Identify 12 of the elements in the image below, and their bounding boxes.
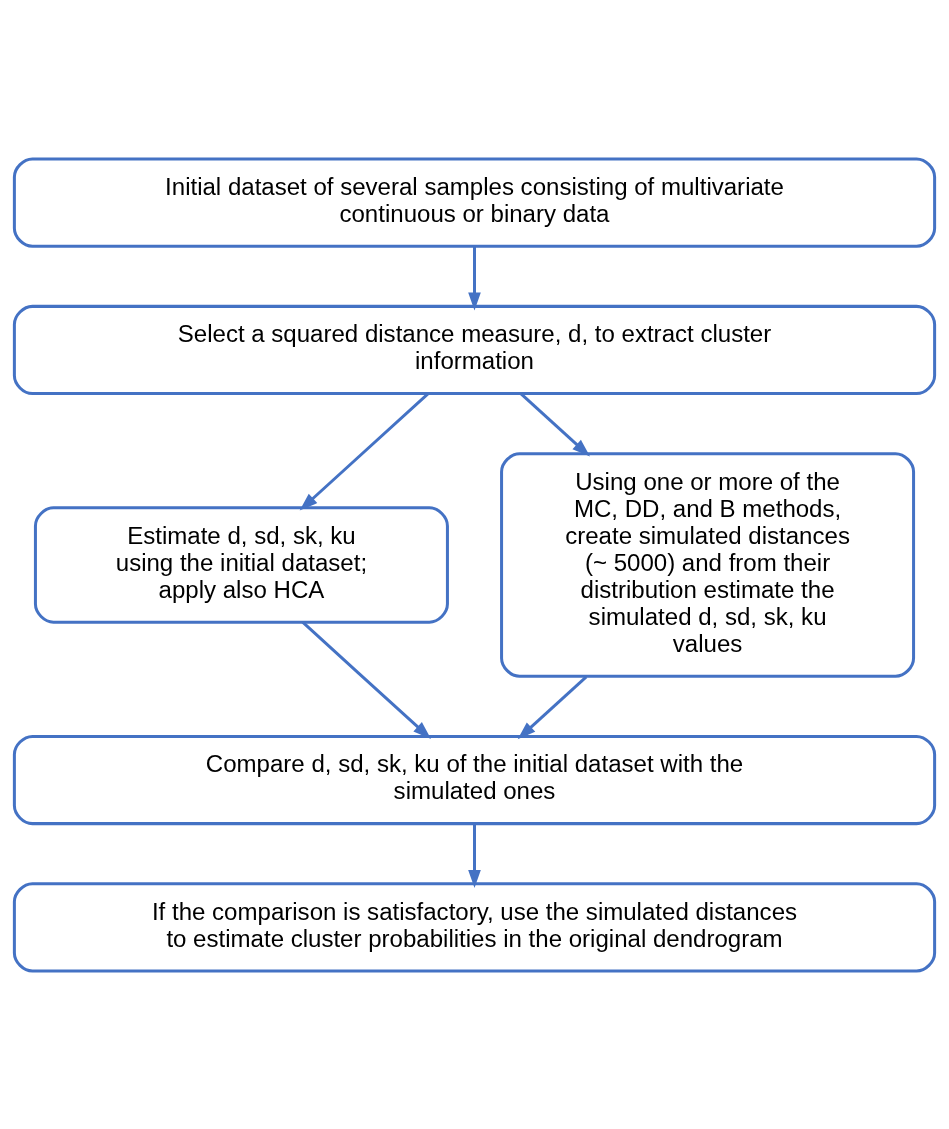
arrow — [299, 392, 429, 511]
node-box: Estimate d, sd, sk, ku using the initial dataset; apply also HCA — [33, 505, 449, 624]
node-box: Initial dataset of several samples consisting of multivariate continuous or binary data — [12, 157, 937, 248]
node-box: Using one or more of the MC, DD, and B methods, create simulated distances (~ 5000) and from their distribution estimate the simulated d, sd, sk, ku values — [500, 451, 916, 678]
arrow — [301, 620, 432, 739]
node-box: If the comparison is satisfactory, use the simulated distances to estimate cluster probabilities in the original dendrogram — [12, 881, 937, 972]
arrow — [468, 245, 481, 311]
arrow — [517, 675, 588, 739]
node-box: Compare d, sd, sk, ku of the initial dataset with the simulated ones — [12, 734, 937, 825]
arrow — [468, 823, 481, 888]
node-box: Select a squared distance measure, d, to extract cluster information — [12, 304, 937, 395]
arrow — [520, 392, 591, 457]
